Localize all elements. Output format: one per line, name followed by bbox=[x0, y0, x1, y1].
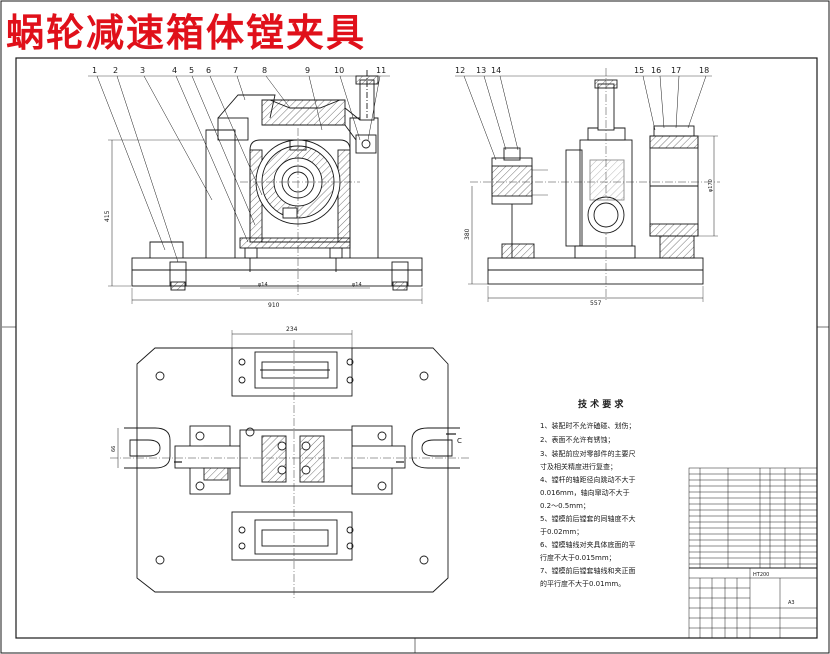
requirement-line: 的平行度不大于0.01mm。 bbox=[540, 579, 625, 588]
balloon-12: 12 bbox=[455, 66, 465, 75]
requirement-line: 2、表面不允许有锈蚀； bbox=[540, 435, 614, 444]
side-leaders bbox=[455, 75, 712, 161]
requirements-heading: 技 术 要 求 bbox=[578, 398, 624, 410]
plan-left-dim: 66 bbox=[111, 446, 117, 452]
plan-view bbox=[110, 330, 470, 600]
technical-requirements: 技 术 要 求 1、装配时不允许磕碰、划伤； 2、表面不允许有锈蚀； 3、装配前… bbox=[540, 398, 635, 588]
title-block bbox=[688, 467, 818, 639]
balloon-15: 15 bbox=[634, 66, 644, 75]
plan-top-bracket bbox=[231, 347, 353, 397]
side-height-dim: 380 bbox=[464, 228, 471, 240]
balloon-10: 10 bbox=[334, 66, 344, 75]
front-w1-dim: φ14 bbox=[258, 282, 268, 288]
balloon-14: 14 bbox=[491, 66, 501, 75]
title-block-sheet-size: A3 bbox=[788, 600, 795, 606]
balloon-11: 11 bbox=[376, 66, 386, 75]
requirement-line: 5、镗模前后镗套的同轴度不大 bbox=[540, 514, 635, 523]
requirement-line: 于0.02mm； bbox=[540, 528, 583, 536]
front-balloons: 1 2 3 4 5 6 7 8 9 10 11 bbox=[92, 66, 386, 75]
balloon-4: 4 bbox=[172, 66, 177, 75]
balloon-6: 6 bbox=[206, 66, 211, 75]
requirement-line: 0.016mm，轴向窜动不大于 bbox=[540, 488, 630, 497]
section-marker-c: C bbox=[457, 437, 462, 445]
plan-bottom-bracket bbox=[231, 511, 353, 561]
side-bore-dim: φ170 bbox=[708, 179, 714, 192]
side-base bbox=[487, 257, 704, 285]
top-bracket bbox=[261, 99, 346, 126]
requirement-line: 0.2～0.5mm； bbox=[540, 502, 590, 510]
title-block-material: HT200 bbox=[753, 572, 769, 578]
requirement-line: 4、镗杆的轴距径向跳动不大于 bbox=[540, 475, 635, 484]
balloon-8: 8 bbox=[262, 66, 267, 75]
plan-top-dim: 234 bbox=[286, 326, 298, 333]
balloon-9: 9 bbox=[305, 66, 310, 75]
balloon-2: 2 bbox=[113, 66, 118, 75]
balloon-5: 5 bbox=[189, 66, 194, 75]
front-view bbox=[108, 70, 423, 304]
side-balloons: 12 13 14 15 16 17 18 bbox=[455, 66, 709, 75]
drawing-border bbox=[15, 57, 818, 639]
requirement-line: 寸及相关精度进行复查； bbox=[540, 462, 617, 471]
balloon-3: 3 bbox=[140, 66, 145, 75]
requirement-line: 行度不大于0.015mm； bbox=[540, 553, 616, 562]
drawing-title: 蜗轮减速箱体镗夹具 bbox=[6, 10, 366, 55]
requirement-line: 1、装配时不允许磕碰、划伤； bbox=[540, 421, 635, 430]
fixture-base bbox=[131, 257, 423, 287]
balloon-7: 7 bbox=[233, 66, 238, 75]
requirement-line: 7、镗模前后镗套轴线和夹正面 bbox=[540, 566, 635, 575]
side-view bbox=[468, 68, 720, 302]
front-w2-dim: φ14 bbox=[352, 282, 362, 288]
front-height-dim: 415 bbox=[104, 210, 111, 222]
left-support bbox=[205, 129, 236, 258]
balloon-17: 17 bbox=[671, 66, 681, 75]
front-width-dim: 910 bbox=[268, 302, 280, 309]
balloon-13: 13 bbox=[476, 66, 486, 75]
side-width-dim: 557 bbox=[590, 300, 602, 307]
front-leaders bbox=[96, 75, 381, 263]
requirement-line: 6、镗模轴线对夹具体底面的平 bbox=[540, 540, 635, 549]
balloon-16: 16 bbox=[651, 66, 661, 75]
requirement-line: 3、装配前应对零部件的主要尺 bbox=[540, 449, 635, 458]
balloon-18: 18 bbox=[699, 66, 709, 75]
balloon-1: 1 bbox=[92, 66, 97, 75]
